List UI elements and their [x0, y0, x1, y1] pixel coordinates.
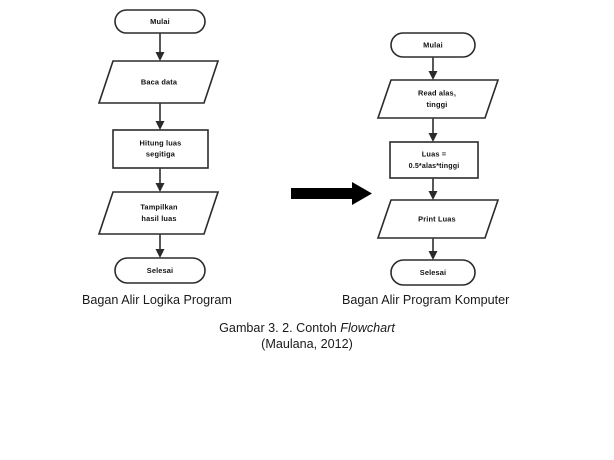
right-connector-3 — [428, 178, 438, 200]
left-connector-2 — [155, 103, 165, 130]
left-node-start[interactable]: Mulai — [114, 9, 206, 34]
left-node-process[interactable]: Hitung luas segitiga — [112, 129, 209, 169]
arrow-head-icon — [428, 133, 438, 142]
arrow-head-icon — [428, 191, 438, 200]
left-connector-4 — [155, 234, 165, 258]
left-node-input-label: Baca data — [141, 77, 178, 86]
right-node-start-label: Mulai — [423, 40, 443, 49]
right-node-input-label-line1: Read alas, — [418, 88, 456, 97]
right-connector-2 — [428, 118, 438, 142]
parallelogram-shape — [376, 199, 500, 239]
arrow-head-icon — [428, 251, 438, 260]
figure-caption-italic: Flowchart — [340, 321, 395, 335]
terminator-shape — [390, 259, 476, 286]
left-node-input[interactable]: Baca data — [97, 60, 220, 104]
right-node-output[interactable]: Print Luas — [376, 199, 500, 239]
parallelogram-shape — [97, 60, 220, 104]
right-node-input-label-line2: tinggi — [426, 100, 447, 109]
left-node-end[interactable]: Selesai — [114, 257, 206, 284]
right-node-process-label-line1: Luas = — [422, 149, 447, 158]
left-flowchart: Mulai Baca data Hitung luas segiti — [97, 9, 220, 284]
right-chart-caption: Bagan Alir Program Komputer — [342, 293, 510, 307]
arrow-head-icon — [428, 71, 438, 80]
figure-caption: Gambar 3. 2. Contoh Flowchart (Maulana, … — [0, 320, 614, 352]
left-node-end-label: Selesai — [147, 266, 174, 275]
arrow-head-icon — [155, 52, 165, 61]
right-node-process[interactable]: Luas = 0.5*alas*tinggi — [389, 141, 479, 179]
right-flowchart: Mulai Read alas, tinggi Luas = — [376, 32, 500, 286]
right-node-process-label-line2: 0.5*alas*tinggi — [409, 162, 460, 170]
right-node-end-label: Selesai — [420, 268, 447, 277]
right-node-start[interactable]: Mulai — [390, 32, 476, 58]
parallelogram-shape — [376, 79, 500, 119]
left-node-output-label-line1: Tampilkan — [140, 202, 178, 211]
left-node-output-label-line2: hasil luas — [141, 214, 176, 223]
right-node-end[interactable]: Selesai — [390, 259, 476, 286]
arrow-head-icon — [155, 183, 165, 192]
arrow-head-icon — [155, 249, 165, 258]
rectangle-shape — [389, 141, 479, 179]
arrow-head-icon — [155, 121, 165, 130]
left-node-output[interactable]: Tampilkan hasil luas — [97, 191, 220, 235]
right-node-output-label: Print Luas — [418, 214, 456, 223]
figure-caption-prefix: Gambar 3. 2. Contoh — [219, 321, 341, 335]
terminator-shape — [114, 257, 206, 284]
left-node-process-label-line2: segitiga — [146, 149, 176, 158]
left-connector-1 — [155, 33, 165, 61]
left-node-start-label: Mulai — [150, 17, 170, 26]
right-arrow-icon — [291, 182, 372, 205]
right-connector-4 — [428, 238, 438, 260]
transform-arrow — [291, 182, 372, 205]
left-chart-caption: Bagan Alir Logika Program — [82, 293, 232, 307]
right-node-input[interactable]: Read alas, tinggi — [376, 79, 500, 119]
left-node-process-label-line1: Hitung luas — [140, 138, 182, 147]
left-connector-3 — [155, 168, 165, 192]
parallelogram-shape — [97, 191, 220, 235]
figure-caption-source: (Maulana, 2012) — [261, 337, 353, 351]
right-connector-1 — [428, 57, 438, 80]
rectangle-shape — [112, 129, 209, 169]
